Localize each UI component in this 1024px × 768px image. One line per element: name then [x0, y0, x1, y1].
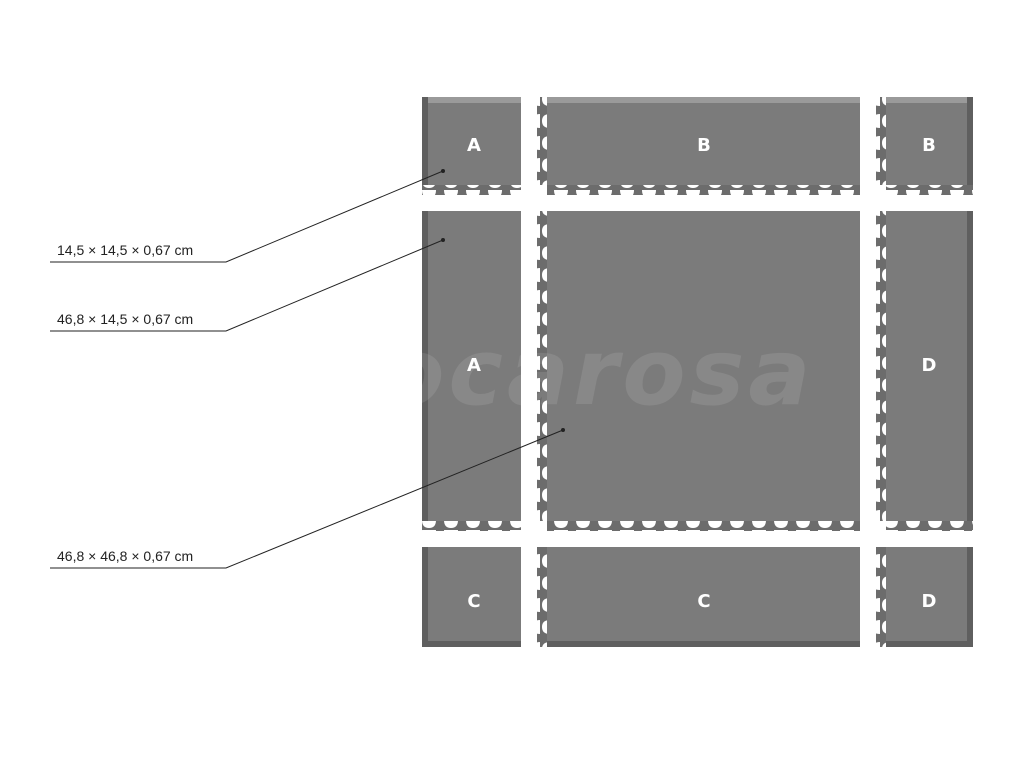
leader-dot — [561, 428, 565, 432]
dimension-label: 14,5 × 14,5 × 0,67 cm — [57, 242, 193, 258]
tile-label: D — [922, 355, 937, 376]
tile-edge-top: B — [537, 97, 860, 195]
tile-label: B — [922, 135, 936, 156]
tile-label: A — [467, 355, 481, 376]
leader-line — [50, 170, 444, 263]
dimension-callout-edge: 46,8 × 14,5 × 0,67 cm — [50, 238, 445, 332]
tile-center — [537, 211, 860, 531]
tile-edge-left: A — [422, 211, 521, 531]
tile-corner-top-right: B — [876, 97, 973, 195]
dimension-callout-small: 14,5 × 14,5 × 0,67 cm — [50, 169, 445, 263]
tile-label: D — [922, 591, 937, 612]
leader-line — [50, 239, 444, 332]
tile-corner-bottom-left: C — [422, 547, 521, 647]
tile-label: A — [467, 135, 481, 156]
leader-line — [50, 429, 564, 569]
tile-edge-bottom: C — [537, 547, 860, 647]
tile-label: C — [467, 591, 480, 612]
watermark-logo: procarosa — [261, 319, 814, 426]
tile-edge-right: D — [876, 211, 973, 531]
dimension-label: 46,8 × 14,5 × 0,67 cm — [57, 311, 193, 327]
tile-corner-bottom-right: D — [876, 547, 973, 647]
dimension-callout-full: 46,8 × 46,8 × 0,67 cm — [50, 428, 565, 569]
tile-label: C — [697, 591, 710, 612]
tile-label: B — [697, 135, 711, 156]
leader-dot — [441, 169, 445, 173]
leader-dot — [441, 238, 445, 242]
tile-corner-top-left: A — [422, 97, 521, 195]
dimension-label: 46,8 × 46,8 × 0,67 cm — [57, 548, 193, 564]
